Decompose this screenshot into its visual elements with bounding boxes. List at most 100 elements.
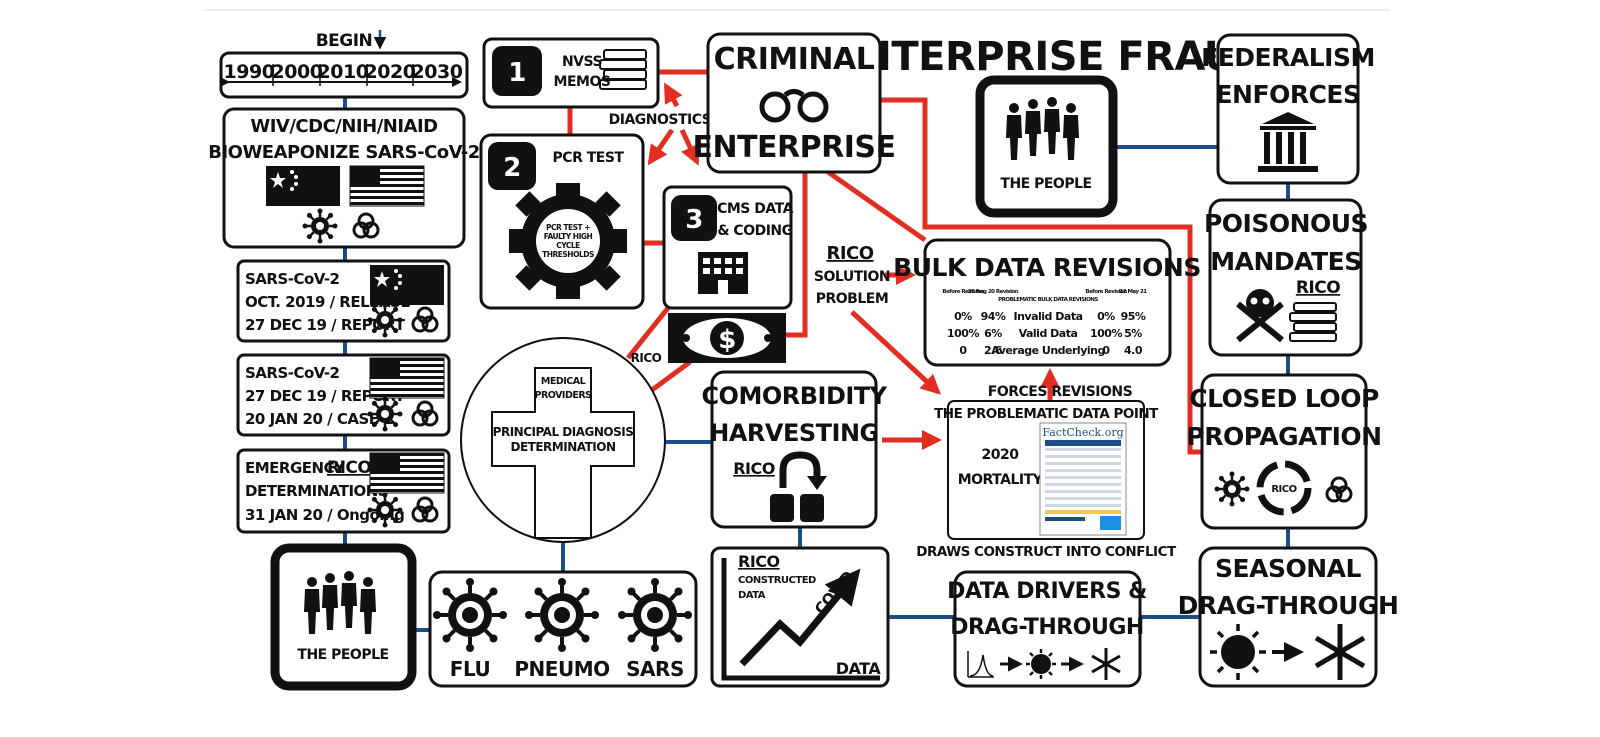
bulk-cell: Average Underlying: [991, 344, 1105, 357]
constructed-line2: DATA: [738, 590, 766, 601]
courthouse-icon: [1258, 112, 1318, 172]
comorbidity-rico: RICO: [733, 459, 775, 478]
data-drivers-box: DATA DRIVERS & DRAG-THROUGH: [947, 570, 1148, 688]
china-release-card: SARS-CoV-2 OCT. 2019 / RELEASE 27 DEC 19…: [236, 259, 451, 343]
bulk-cell: Valid Data: [1019, 327, 1078, 340]
dollar-bill-icon: $: [668, 313, 786, 363]
virus-icon: [366, 301, 404, 339]
poisonous-mandates-box: POISONOUS MANDATES RICO: [1204, 198, 1369, 357]
bell-curve-icon: [967, 651, 994, 678]
cms-line2: & CODING: [717, 223, 792, 239]
comorbidity-line2: HARVESTING: [709, 419, 878, 447]
bulk-head: 12 May 21: [1119, 289, 1147, 295]
bulk-data-revisions-box: BULK DATA REVISIONS Before Revision 26 A…: [893, 238, 1201, 367]
skull-crossbones-icon: [1236, 289, 1284, 343]
people-top-label: THE PEOPLE: [1000, 176, 1091, 192]
usa-card-line2: 27 DEC 19 / REPORT: [245, 387, 406, 405]
emergency-line2: DETERMINATIONS: [245, 482, 388, 500]
bulk-cell: 5%: [1124, 327, 1142, 340]
harvest-loop-icon: [770, 451, 827, 522]
bulk-cell: 94%: [981, 310, 1006, 323]
cms-data-box: 3 CMS DATA & CODING: [662, 185, 794, 310]
rico-solution-problem: RICO SOLUTION PROBLEM: [814, 243, 891, 307]
criminal-enterprise-box: CRIMINAL ENTERPRISE: [692, 32, 896, 174]
rising-trend-icon: [739, 568, 861, 667]
constructed-rico: RICO: [738, 552, 780, 571]
timeline: BEGIN 1990 2000 2010 2020 2030: [219, 30, 469, 99]
sun-icon: [1026, 649, 1056, 679]
step-number-1: 1: [508, 58, 526, 88]
bulk-cell: 0: [1102, 344, 1110, 357]
problematic-year: 2020: [982, 447, 1020, 463]
virus-icon: [366, 395, 404, 433]
criminal-line2: ENTERPRISE: [692, 130, 895, 165]
virus-icon: [301, 207, 339, 245]
gear-line2: FAULTY HIGH: [544, 232, 593, 241]
pneumo-virus-icon: [523, 576, 601, 654]
emergency-rico-card: EMERGENCY RICO DETERMINATIONS 31 JAN 20 …: [236, 448, 451, 534]
drivers-line1: DATA DRIVERS &: [947, 579, 1147, 604]
people-bottom-label: THE PEOPLE: [297, 647, 388, 663]
closed-loop-rico: RICO: [1271, 484, 1296, 495]
gear-line3: CYCLE: [556, 241, 580, 250]
china-flag-icon: [370, 265, 444, 305]
bulk-cell: 6%: [984, 327, 1002, 340]
timeline-begin-label: BEGIN: [316, 31, 373, 51]
bioweaponize-line1: WIV/CDC/NIH/NIAID: [250, 116, 437, 137]
constructed-data-box: RICO CONSTRUCTED DATA COVID DATA: [710, 546, 890, 688]
nvss-line1: NVSS: [562, 54, 603, 70]
poisonous-line1: POISONOUS: [1204, 209, 1368, 238]
bulk-head: 26 Aug 20 Revision: [968, 289, 1019, 295]
bulk-cell: 2.6: [984, 344, 1003, 357]
sars-virus-icon: [616, 576, 694, 654]
nvss-line2: MEMOS: [554, 74, 611, 90]
step-number-2: 2: [503, 153, 521, 183]
snowflake-icon: [1091, 648, 1121, 680]
bulk-cell: 100%: [1090, 327, 1122, 340]
gear-line4: THRESHOLDS: [542, 250, 594, 259]
diagnostics-label: DIAGNOSTICS: [609, 112, 712, 128]
bulk-cell: 0%: [1097, 310, 1115, 323]
usa-card-line1: SARS-CoV-2: [245, 364, 340, 382]
gear-line1: PCR TEST +: [546, 223, 590, 232]
rico-small-label: RICO: [631, 351, 662, 365]
bioweaponize-box: WIV/CDC/NIH/NIAID BIOWEAPONIZE SARS-CoV-…: [208, 107, 480, 249]
timeline-year: 1990: [224, 61, 275, 83]
cms-line1: CMS DATA: [717, 201, 793, 217]
federalism-line2: ENFORCES: [1215, 80, 1360, 109]
bulk-cell: 95%: [1121, 310, 1146, 323]
china-card-line1: SARS-CoV-2: [245, 270, 340, 288]
china-flag-icon: [266, 166, 340, 206]
the-people-top-card: THE PEOPLE: [975, 75, 1118, 218]
emergency-rico: RICO: [327, 458, 371, 478]
china-card-line2: OCT. 2019 / RELEASE: [245, 293, 410, 311]
flu-virus-icon: [431, 576, 509, 654]
federalism-box: FEDERALISM ENFORCES: [1201, 33, 1375, 185]
bulk-cell: 0%: [954, 310, 972, 323]
virus-label: SARS: [626, 657, 684, 681]
red-connectors: [567, 69, 1202, 455]
virus-label: FLU: [450, 657, 490, 681]
forces-revisions-label: FORCES REVISIONS: [988, 384, 1133, 400]
virus-icon: [366, 491, 404, 529]
handcuffs-icon: [759, 89, 829, 123]
virus-icon: [1213, 470, 1251, 508]
bulk-cell: 100%: [947, 327, 979, 340]
timeline-year: 2000: [272, 61, 323, 83]
providers-line1: MEDICAL: [541, 376, 586, 387]
problematic-title: THE PROBLEMATIC DATA POINT: [934, 406, 1159, 422]
factcheck-table-thumbnail: FactCheck.org: [1039, 422, 1127, 536]
usa-flag-icon: [369, 357, 445, 399]
nvss-memos-box: 1 NVSS MEMOS: [482, 37, 660, 109]
pcr-test-box: 2 PCR TEST PCR TEST + FAULTY HIGH CYCLE …: [479, 133, 645, 310]
comorbidity-harvesting-box: COMORBIDITY HARVESTING RICO: [701, 370, 888, 529]
timeline-year: 2020: [365, 61, 416, 83]
rico-label: RICO: [826, 243, 873, 264]
sun-icon: [1210, 624, 1266, 680]
problematic-footer: DRAWS CONSTRUCT INTO CONFLICT: [916, 544, 1177, 560]
poisonous-line2: MANDATES: [1210, 247, 1361, 276]
medical-providers-circle: MEDICAL PROVIDERS PRINCIPAL DIAGNOSIS DE…: [460, 337, 666, 543]
bulk-head-center: PROBLEMATIC BULK DATA REVISIONS: [998, 297, 1098, 303]
bulk-head: Before Revision: [1085, 289, 1127, 295]
virus-label: PNEUMO: [514, 657, 609, 681]
